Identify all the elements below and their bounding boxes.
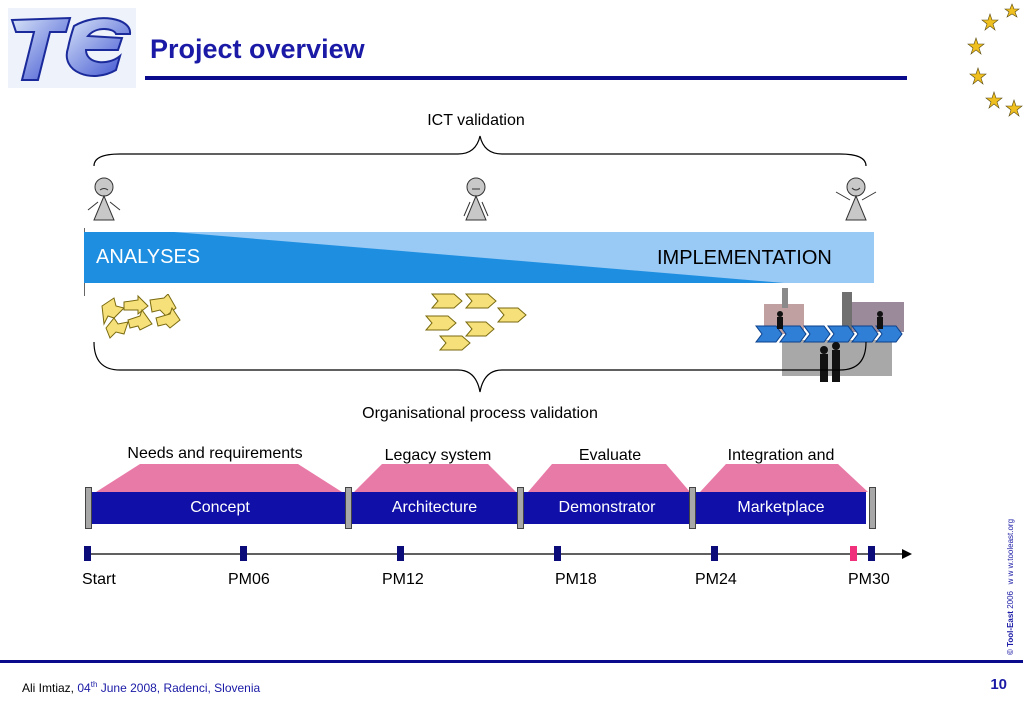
footer-rule <box>0 660 1023 663</box>
organisational-validation-label: Organisational process validation <box>362 405 598 422</box>
phase-box-marketplace: Marketplace <box>696 492 866 524</box>
timeline-tick-pm06 <box>240 546 247 561</box>
top-brace <box>93 135 867 167</box>
timeline-label-pm06: PM06 <box>228 571 270 588</box>
timeline-axis <box>84 549 912 559</box>
phase-separator <box>689 487 696 529</box>
timeline-tick-start <box>84 546 91 561</box>
eu-stars-decoration <box>967 3 1023 117</box>
phase-separator <box>345 487 352 529</box>
timeline-label-pm24: PM24 <box>695 571 737 588</box>
happy-person-icon <box>835 177 877 221</box>
tec-logo <box>8 8 136 88</box>
page-title: Project overview <box>150 34 365 64</box>
copyright-url: w w w.tooleast.org <box>1006 518 1015 585</box>
phase-separator <box>517 487 524 529</box>
ict-validation-label: ICT validation <box>427 112 525 129</box>
bottom-brace <box>93 341 867 393</box>
timeline-tick-pm18 <box>554 546 561 561</box>
sad-person-icon <box>87 177 121 221</box>
scattered-arrows-icon <box>101 294 181 339</box>
timeline-label-start: Start <box>82 571 116 588</box>
timeline-label-pm12: PM12 <box>382 571 424 588</box>
neutral-person-icon <box>463 177 489 221</box>
phase-trapezoids <box>96 464 868 492</box>
phase-separator <box>869 487 876 529</box>
footer-author: Ali Imtiaz, <box>22 681 75 695</box>
analyses-label: ANALYSES <box>96 246 201 268</box>
footer-text: Ali Imtiaz, 04th June 2008, Radenci, Slo… <box>22 680 260 695</box>
copyright-name: © Tool-East <box>1006 611 1015 655</box>
phase-box-architecture: Architecture <box>352 492 517 524</box>
timeline-milestone-marker <box>850 546 857 561</box>
phase-box-concept: Concept <box>92 492 348 524</box>
footer-date-rest: June 2008, Radenci, Slovenia <box>100 681 261 695</box>
implementation-label: IMPLEMENTATION <box>657 247 832 269</box>
aligned-arrows-icon <box>424 293 527 351</box>
copyright-year: 2006 <box>1006 591 1015 609</box>
vertical-copyright: © Tool-East 2006 w w w.tooleast.org <box>1006 519 1015 655</box>
page-number: 10 <box>990 676 1007 693</box>
analyses-implementation-bar <box>84 228 874 296</box>
timeline-tick-pm24 <box>711 546 718 561</box>
footer-date-sup: th <box>90 680 98 689</box>
timeline-label-pm30: PM30 <box>848 571 890 588</box>
timeline-label-pm18: PM18 <box>555 571 597 588</box>
title-underline <box>145 76 907 80</box>
timeline-tick-pm30 <box>868 546 875 561</box>
phase-box-demonstrator: Demonstrator <box>524 492 690 524</box>
phase-separator <box>85 487 92 529</box>
footer-date-day: 04 <box>77 681 91 695</box>
timeline-tick-pm12 <box>397 546 404 561</box>
